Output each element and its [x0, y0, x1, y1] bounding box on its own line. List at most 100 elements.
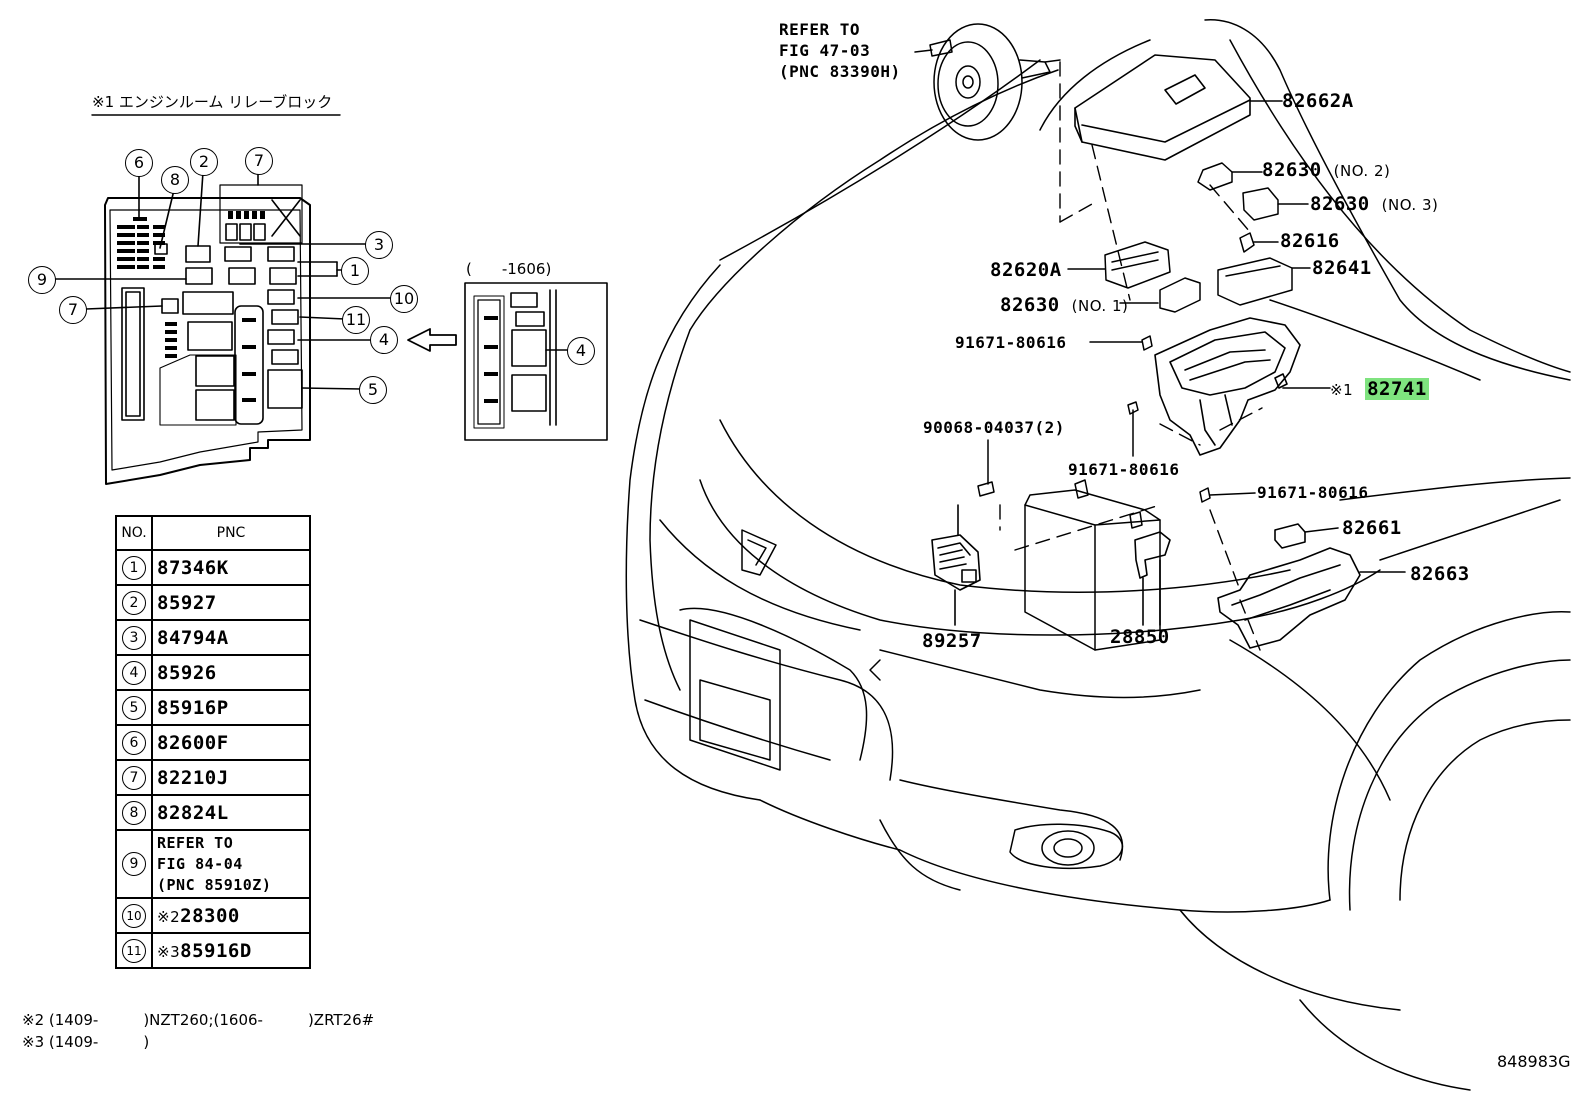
row-no: 4: [122, 660, 146, 685]
table-header-row: NO. PNC: [115, 515, 311, 551]
label-82662A: 82662A: [1282, 90, 1354, 112]
part-number: 82630: [1262, 159, 1322, 181]
callout-11: 11: [342, 306, 370, 334]
callout-10: 10: [390, 285, 418, 313]
part-battery: [1024, 479, 1161, 651]
row-no: 2: [122, 590, 146, 615]
callout-3: 3: [365, 231, 393, 259]
inset-range-label: ( -1606): [466, 260, 552, 278]
row-no: 10: [122, 903, 146, 928]
row-no: 1: [122, 555, 146, 580]
row-pnc: 82824L: [151, 794, 311, 831]
row-no: 11: [122, 938, 146, 963]
callout-7-left: 7: [59, 296, 87, 324]
callout-2: 2: [190, 148, 218, 176]
label-89257: 89257: [922, 630, 982, 652]
relay-block-title: ※1 エンジンルーム リレーブロック: [92, 93, 333, 111]
callout-5: 5: [359, 376, 387, 404]
label-28850: 28850: [1110, 626, 1170, 648]
row-pnc: 82600F: [151, 724, 311, 761]
row-pnc: ※228300: [151, 897, 311, 934]
callout-7-top: 7: [245, 147, 273, 175]
row-pnc: ※385916D: [151, 932, 311, 969]
vehicle-outline: [625, 19, 1571, 1091]
part-number: 82630: [1000, 294, 1060, 316]
part-sub: (NO. 1): [1071, 297, 1129, 315]
label-82616: 82616: [1280, 230, 1340, 252]
label-82630-no1: 82630 (NO. 1): [1000, 295, 1128, 316]
row-no: 3: [122, 625, 146, 650]
row-no: 9: [122, 852, 146, 876]
figure-id: 848983G: [1497, 1052, 1571, 1071]
callout-8: 8: [161, 166, 189, 194]
part-relays: [1119, 162, 1309, 313]
label-82661: 82661: [1342, 517, 1402, 539]
row-pnc-value: 85916D: [180, 939, 252, 962]
row-pnc: 87346K: [151, 549, 311, 586]
brake-booster: [914, 23, 1061, 141]
row-pnc-refer: REFER TO FIG 84-04 (PNC 85910Z): [151, 829, 311, 899]
label-90068: 90068-04037(2): [923, 418, 1065, 437]
callout-4-inset: 4: [567, 337, 595, 365]
table-row: 9 REFER TO FIG 84-04 (PNC 85910Z): [115, 829, 311, 899]
callout-9: 9: [28, 266, 56, 294]
row-no: 5: [122, 695, 146, 720]
label-82630-no3: 82630 (NO. 3): [1310, 194, 1438, 215]
part-89257: [931, 504, 981, 626]
footnote-2: ※2 (1409- )NZT260;(1606- )ZRT26#: [22, 1011, 375, 1029]
part-sub: (NO. 3): [1381, 196, 1439, 214]
refer-line-1: REFER TO: [779, 20, 861, 39]
row-pnc: 82210J: [151, 759, 311, 796]
label-82630-no2: 82630 (NO. 2): [1262, 160, 1390, 181]
row-no: 6: [122, 730, 146, 755]
part-number: 82630: [1310, 193, 1370, 215]
label-91671-a: 91671-80616: [955, 333, 1067, 352]
part-82663: [1217, 523, 1406, 649]
part-highlight: 82741: [1365, 378, 1429, 400]
relay-inset: [464, 282, 608, 441]
header-pnc: PNC: [151, 515, 311, 551]
refer-line-3: (PNC 83390H): [779, 62, 901, 81]
refer-line: REFER TO: [157, 833, 234, 852]
dashed-leaders: [999, 61, 1263, 651]
part-sub: (NO. 2): [1333, 162, 1391, 180]
row-pnc: 85916P: [151, 689, 311, 726]
row-prefix: ※3: [157, 942, 181, 961]
row-pnc-value: 28300: [180, 904, 240, 927]
refer-line-2: FIG 47-03: [779, 41, 871, 60]
refer-line: FIG 84-04: [157, 854, 243, 873]
part-28850: [1134, 531, 1171, 626]
callout-6: 6: [125, 149, 153, 177]
label-82741: ※1 82741: [1330, 378, 1429, 400]
part-82620A-82641: [1067, 241, 1311, 306]
part-82741: [1154, 317, 1331, 456]
header-no: NO.: [115, 515, 153, 551]
label-82641: 82641: [1312, 257, 1372, 279]
table-row: 10※228300: [115, 897, 311, 934]
row-no: 7: [122, 765, 146, 790]
row-no: 8: [122, 800, 146, 825]
label-91671-c: 91671-80616: [1257, 483, 1369, 502]
label-91671-b: 91671-80616: [1068, 460, 1180, 479]
table-row: 11※385916D: [115, 932, 311, 969]
footnote-3: ※3 (1409- ): [22, 1033, 150, 1051]
bolts: [977, 335, 1256, 503]
label-82620A: 82620A: [990, 259, 1062, 281]
part-prefix: ※1: [1330, 381, 1354, 399]
row-pnc: 84794A: [151, 619, 311, 656]
callout-4: 4: [370, 326, 398, 354]
label-82663: 82663: [1410, 563, 1470, 585]
relay-block-drawing: [53, 114, 457, 485]
row-pnc: 85926: [151, 654, 311, 691]
